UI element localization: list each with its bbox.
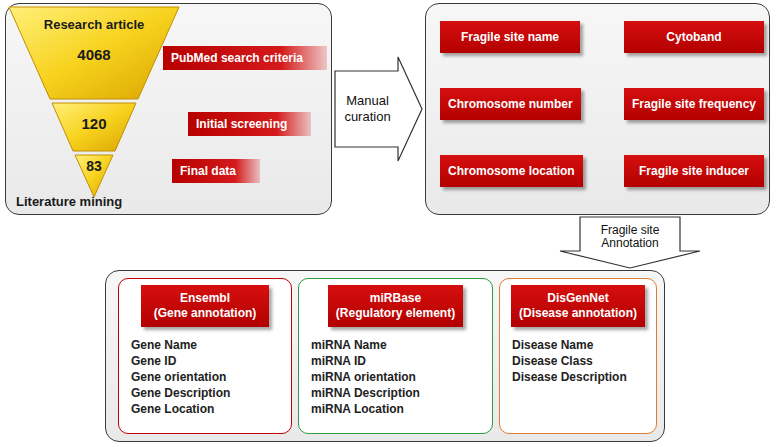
block-arrow [335, 57, 422, 161]
box-label: Fragile site name [461, 30, 559, 44]
source-role: (Gene annotation) [154, 306, 257, 321]
panel-caption: Literature mining [16, 194, 122, 209]
count-number: 4068 [77, 46, 110, 63]
source-header: Ensembl(Gene annotation) [141, 285, 269, 327]
funnel-layer: 120 [52, 103, 136, 151]
field-name: Gene Description [131, 385, 230, 401]
box-label: Initial screening [196, 117, 287, 131]
funnel-fill [52, 103, 136, 151]
block-arrow [560, 217, 700, 268]
field-name: miRNA Description [311, 385, 420, 401]
source-header: miRBase(Regulatory element) [328, 285, 463, 327]
arrow-label: Fragile site Annotation [582, 217, 678, 257]
field-box: Chromosome location [440, 155, 583, 187]
field-name: Disease Name [512, 337, 627, 353]
field-name: Disease Class [512, 353, 627, 369]
count-number: 83 [86, 158, 102, 174]
field-name: Gene Location [131, 401, 230, 417]
field-box: Chromosome number [440, 88, 581, 120]
box-label: Chromosome number [448, 97, 573, 111]
arrow-label: Manual curation [337, 73, 398, 145]
field-name: miRNA Name [311, 337, 420, 353]
source-role: (Disease annotation) [519, 306, 637, 321]
annotation-panel: miRNA NamemiRNA IDmiRNA orientationmiRNA… [298, 278, 493, 434]
field-name: Gene ID [131, 353, 230, 369]
source-header: DisGenNet(Disease annotation) [511, 285, 645, 327]
annotation-panel: Gene NameGene IDGene orientationGene Des… [118, 278, 292, 434]
box-label: Fragile site inducer [639, 164, 749, 178]
field-list: miRNA NamemiRNA IDmiRNA orientationmiRNA… [311, 337, 420, 417]
field-name: miRNA ID [311, 353, 420, 369]
field-name: miRNA Location [311, 401, 420, 417]
funnel-heading: Research article [44, 17, 144, 32]
annotation-panel: Disease NameDisease ClassDisease Descrip… [499, 278, 657, 434]
panel: Gene NameGene IDGene orientationGene Des… [105, 270, 665, 442]
field-name: miRNA orientation [311, 369, 420, 385]
box-label: PubMed search criteria [171, 51, 303, 65]
panel: Fragile site name CytobandChromosome numb… [425, 3, 770, 215]
field-box: Cytoband [624, 21, 764, 53]
funnel-layer: 83 [75, 155, 113, 197]
box-label: Fragile site frequency [632, 97, 756, 111]
field-name: Disease Description [512, 369, 627, 385]
funnel-fill [75, 155, 113, 197]
source-name: DisGenNet [547, 291, 608, 306]
stage-label: Initial screening [188, 112, 311, 136]
funnel-fill [9, 7, 179, 99]
source-role: (Regulatory element) [336, 306, 455, 321]
field-list: Gene NameGene IDGene orientationGene Des… [131, 337, 230, 417]
field-name: Gene Name [131, 337, 230, 353]
field-box: Fragile site inducer [624, 155, 764, 187]
source-name: Ensembl [180, 291, 230, 306]
stage-label: PubMed search criteria [163, 46, 327, 70]
box-label: Chromosome location [448, 164, 575, 178]
field-list: Disease NameDisease ClassDisease Descrip… [512, 337, 627, 385]
field-box: Fragile site frequency [624, 88, 764, 120]
stage-label: Final data [172, 159, 260, 183]
panel: Literature mining Research article 4068 120… [5, 3, 332, 215]
funnel-layer: Research article 4068 [9, 7, 179, 99]
count-number: 120 [81, 115, 106, 132]
source-name: miRBase [370, 291, 421, 306]
box-label: Cytoband [666, 30, 721, 44]
field-name: Gene orientation [131, 369, 230, 385]
field-box: Fragile site name [440, 21, 580, 53]
box-label: Final data [180, 164, 236, 178]
